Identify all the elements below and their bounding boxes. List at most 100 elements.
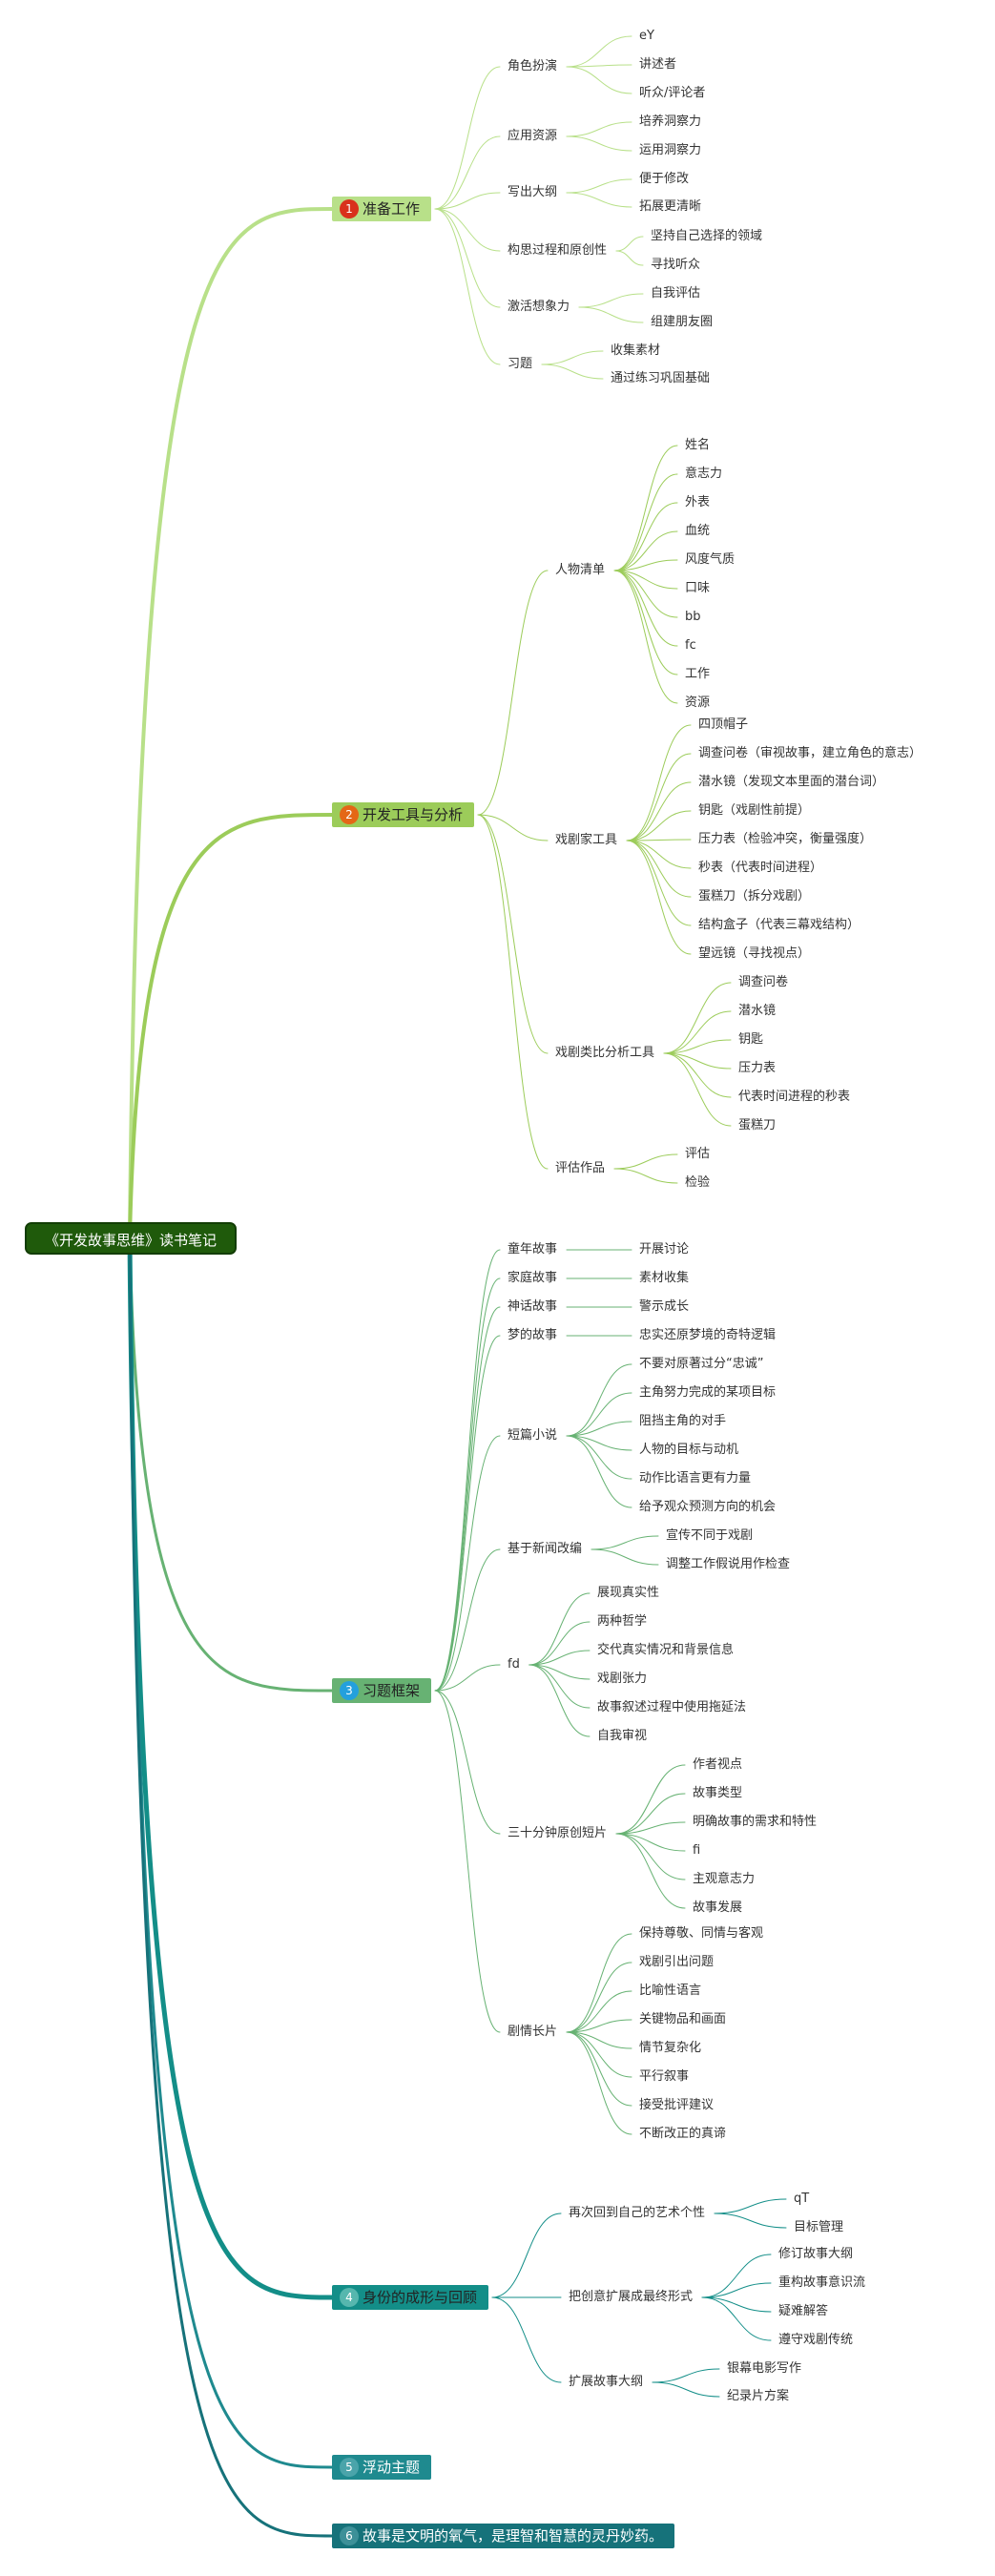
leaf-topic[interactable]: 听众/评论者: [639, 86, 706, 100]
leaf-topic[interactable]: 口味: [685, 581, 711, 595]
leaf-topic[interactable]: eY: [639, 29, 654, 43]
subtopic[interactable]: 基于新闻改编: [508, 1542, 583, 1556]
subtopic[interactable]: 把创意扩展成最终形式: [569, 2290, 694, 2304]
subtopic[interactable]: 写出大纲: [508, 185, 558, 199]
leaf-topic[interactable]: 外表: [685, 495, 711, 509]
leaf-topic[interactable]: 主角努力完成的某项目标: [639, 1385, 777, 1400]
leaf-topic[interactable]: 望远镜（寻找视点）: [698, 946, 811, 961]
subtopic[interactable]: 家庭故事: [508, 1271, 558, 1285]
leaf-topic[interactable]: 关键物品和画面: [639, 2012, 727, 2026]
subtopic[interactable]: 习题: [508, 357, 533, 371]
leaf-topic[interactable]: 资源: [685, 696, 711, 710]
leaf-topic[interactable]: 银幕电影写作: [727, 2361, 802, 2376]
leaf-topic[interactable]: 故事类型: [693, 1786, 743, 1800]
leaf-topic[interactable]: 检验: [685, 1175, 711, 1190]
leaf-topic[interactable]: 交代真实情况和背景信息: [597, 1643, 735, 1657]
leaf-topic[interactable]: 展现真实性: [597, 1586, 660, 1600]
leaf-topic[interactable]: 动作比语言更有力量: [639, 1471, 752, 1485]
subtopic[interactable]: 人物清单: [555, 563, 606, 577]
leaf-topic[interactable]: 拓展更清晰: [639, 199, 702, 214]
subtopic[interactable]: 梦的故事: [508, 1328, 558, 1342]
subtopic[interactable]: 短篇小说: [508, 1428, 558, 1443]
subtopic[interactable]: 角色扮演: [508, 59, 558, 73]
leaf-topic[interactable]: 调整工作假说用作检查: [666, 1557, 791, 1571]
leaf-topic[interactable]: 收集素材: [611, 343, 661, 358]
leaf-topic[interactable]: 潜水镜（发现文本里面的潜台词）: [698, 775, 885, 789]
leaf-topic[interactable]: 自我审视: [597, 1729, 648, 1743]
leaf-topic[interactable]: 保持尊敬、同情与客观: [639, 1926, 764, 1941]
leaf-topic[interactable]: 重构故事意识流: [778, 2275, 866, 2290]
leaf-topic[interactable]: 意志力: [685, 467, 723, 481]
leaf-topic[interactable]: 便于修改: [639, 172, 690, 186]
leaf-topic[interactable]: 目标管理: [794, 2220, 844, 2234]
leaf-topic[interactable]: 修订故事大纲: [778, 2247, 854, 2261]
leaf-topic[interactable]: 疑难解答: [778, 2304, 829, 2318]
leaf-topic[interactable]: 不要对原著过分“忠诚”: [639, 1357, 764, 1371]
leaf-topic[interactable]: 给予观众预测方向的机会: [639, 1500, 777, 1514]
leaf-topic[interactable]: 忠实还原梦境的奇特逻辑: [639, 1328, 777, 1342]
leaf-topic[interactable]: 四顶帽子: [698, 717, 749, 732]
leaf-topic[interactable]: 评估: [685, 1147, 711, 1161]
leaf-topic[interactable]: 遵守戏剧传统: [778, 2333, 854, 2347]
leaf-topic[interactable]: 自我评估: [651, 286, 701, 301]
leaf-topic[interactable]: 工作: [685, 667, 711, 681]
leaf-topic[interactable]: qT: [794, 2192, 810, 2206]
leaf-topic[interactable]: 蛋糕刀: [738, 1118, 777, 1132]
leaf-topic[interactable]: 宣传不同于戏剧: [666, 1528, 754, 1543]
leaf-topic[interactable]: 比喻性语言: [639, 1984, 702, 1998]
leaf-topic[interactable]: 结构盒子（代表三幕戏结构）: [698, 918, 860, 932]
leaf-topic[interactable]: 开展讨论: [639, 1242, 690, 1257]
leaf-topic[interactable]: 潜水镜: [738, 1004, 777, 1018]
subtopic[interactable]: 激活想象力: [508, 300, 570, 314]
leaf-topic[interactable]: bb: [685, 610, 701, 624]
subtopic[interactable]: fd: [508, 1657, 520, 1672]
subtopic[interactable]: 童年故事: [508, 1242, 558, 1257]
leaf-topic[interactable]: 风度气质: [685, 552, 736, 567]
leaf-topic[interactable]: 阻挡主角的对手: [639, 1414, 727, 1428]
leaf-topic[interactable]: 寻找听众: [651, 258, 701, 272]
leaf-topic[interactable]: 戏剧引出问题: [639, 1955, 715, 1969]
leaf-topic[interactable]: 代表时间进程的秒表: [738, 1090, 851, 1104]
subtopic[interactable]: 再次回到自己的艺术个性: [569, 2206, 706, 2220]
leaf-topic[interactable]: 培养洞察力: [639, 114, 702, 129]
leaf-topic[interactable]: 素材收集: [639, 1271, 690, 1285]
subtopic[interactable]: 扩展故事大纲: [569, 2375, 644, 2389]
leaf-topic[interactable]: 蛋糕刀（拆分戏剧）: [698, 889, 811, 904]
leaf-topic[interactable]: 两种哲学: [597, 1614, 648, 1629]
leaf-topic[interactable]: fi: [693, 1843, 701, 1858]
leaf-topic[interactable]: 人物的目标与动机: [639, 1443, 739, 1457]
leaf-topic[interactable]: 秒表（代表时间进程）: [698, 861, 823, 875]
leaf-topic[interactable]: 纪录片方案: [727, 2389, 790, 2403]
subtopic[interactable]: 构思过程和原创性: [508, 243, 608, 258]
leaf-topic[interactable]: fc: [685, 638, 696, 653]
leaf-topic[interactable]: 明确故事的需求和特性: [693, 1815, 818, 1829]
subtopic[interactable]: 三十分钟原创短片: [508, 1826, 608, 1840]
leaf-topic[interactable]: 讲述者: [639, 57, 677, 72]
leaf-topic[interactable]: 戏剧张力: [597, 1672, 648, 1686]
leaf-topic[interactable]: 故事叙述过程中使用拖延法: [597, 1700, 747, 1714]
leaf-topic[interactable]: 压力表: [738, 1061, 777, 1075]
subtopic[interactable]: 戏剧家工具: [555, 833, 618, 847]
leaf-topic[interactable]: 警示成长: [639, 1299, 690, 1314]
leaf-topic[interactable]: 作者视点: [693, 1757, 743, 1772]
subtopic[interactable]: 戏剧类比分析工具: [555, 1046, 655, 1060]
leaf-topic[interactable]: 平行叙事: [639, 2069, 690, 2084]
leaf-topic[interactable]: 血统: [685, 524, 711, 538]
subtopic[interactable]: 剧情长片: [508, 2025, 558, 2039]
leaf-topic[interactable]: 钥匙（戏剧性前提）: [698, 803, 811, 818]
leaf-topic[interactable]: 姓名: [685, 438, 711, 452]
subtopic[interactable]: 神话故事: [508, 1299, 558, 1314]
subtopic[interactable]: 应用资源: [508, 129, 558, 143]
subtopic[interactable]: 评估作品: [555, 1161, 606, 1175]
leaf-topic[interactable]: 调查问卷（审视故事，建立角色的意志）: [698, 746, 922, 760]
leaf-topic[interactable]: 钥匙: [738, 1032, 764, 1047]
leaf-topic[interactable]: 坚持自己选择的领域: [651, 229, 763, 243]
leaf-topic[interactable]: 压力表（检验冲突，衡量强度）: [698, 832, 873, 846]
leaf-topic[interactable]: 主观意志力: [693, 1872, 756, 1886]
leaf-topic[interactable]: 不断改正的真谛: [639, 2127, 727, 2141]
